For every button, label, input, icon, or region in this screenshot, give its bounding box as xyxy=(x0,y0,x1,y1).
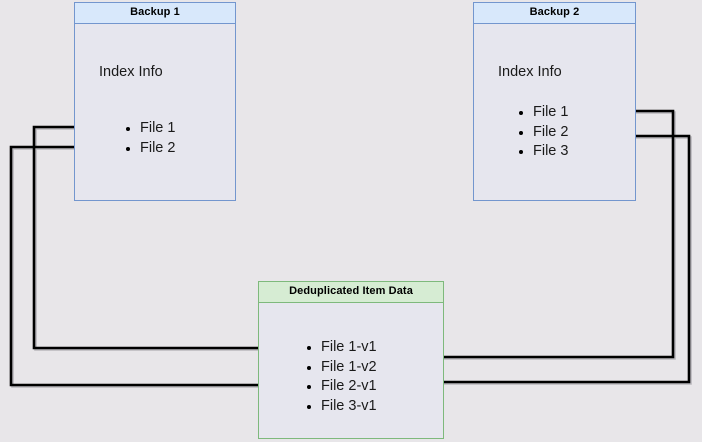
node-dedup-title: Deduplicated Item Data xyxy=(259,282,443,303)
node-backup-2-body: Index Info File 1 File 2 File 3 xyxy=(474,24,635,200)
dedup-item[interactable]: File 1-v1 xyxy=(307,338,377,358)
backup-2-file-list: File 1 File 2 File 3 xyxy=(519,103,568,162)
node-backup-1-title: Backup 1 xyxy=(75,3,235,24)
backup-2-file-item[interactable]: File 2 xyxy=(519,123,568,143)
backup-1-file-list: File 1 File 2 xyxy=(126,119,175,158)
node-dedup-body: File 1-v1 File 1-v2 File 2-v1 File 3-v1 xyxy=(259,303,443,438)
backup-2-file-item[interactable]: File 1 xyxy=(519,103,568,123)
node-backup-2-title: Backup 2 xyxy=(474,3,635,24)
dedup-item[interactable]: File 1-v2 xyxy=(307,358,377,378)
backup-1-file-item[interactable]: File 2 xyxy=(126,139,175,159)
node-deduplicated-item-data[interactable]: Deduplicated Item Data File 1-v1 File 1-… xyxy=(258,281,444,439)
node-backup-1[interactable]: Backup 1 Index Info File 1 File 2 xyxy=(74,2,236,201)
backup-1-file-item[interactable]: File 1 xyxy=(126,119,175,139)
dedup-item[interactable]: File 3-v1 xyxy=(307,397,377,417)
node-backup-2[interactable]: Backup 2 Index Info File 1 File 2 File 3 xyxy=(473,2,636,201)
dedup-item-list: File 1-v1 File 1-v2 File 2-v1 File 3-v1 xyxy=(307,338,377,416)
backup-2-file-item[interactable]: File 3 xyxy=(519,142,568,162)
backup-2-index-info-label: Index Info xyxy=(498,64,562,80)
backup-1-index-info-label: Index Info xyxy=(99,64,163,80)
node-backup-1-body: Index Info File 1 File 2 xyxy=(75,24,235,200)
dedup-item[interactable]: File 2-v1 xyxy=(307,377,377,397)
